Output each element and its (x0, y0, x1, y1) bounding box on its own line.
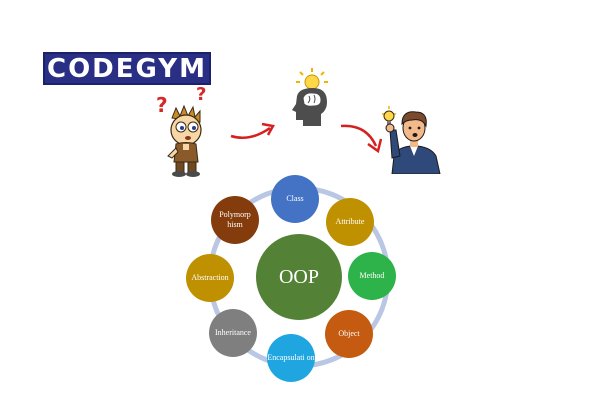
node-inheritance-label: Inheritance (215, 328, 251, 337)
oop-center-node: OOP (256, 234, 342, 320)
node-method-label: Method (359, 271, 385, 280)
head-lightbulb-icon (292, 68, 328, 126)
red-arrow-icon (340, 124, 383, 154)
confused-child-icon: ? ? (156, 86, 206, 177)
man-lightbulb-idea-icon (382, 106, 441, 174)
oop-center-label: OOP (278, 265, 319, 288)
node-abstraction-label: Abstraction (191, 273, 229, 282)
node-encapsulation-label: Encapsulati on (267, 353, 315, 362)
codegym-logo: CODEGYM (43, 52, 211, 85)
oop-diagram: OOP Class Attribute Method Object Encaps… (180, 170, 420, 395)
node-class-label: Class (286, 194, 304, 203)
logo-text: CODEGYM (47, 53, 207, 84)
node-object: Object (325, 310, 373, 358)
node-method: Method (348, 252, 396, 300)
question-mark-left: ? (156, 93, 168, 117)
node-encapsulation: Encapsulati on (267, 334, 315, 382)
node-polymorphism: Polymorp hism (211, 196, 259, 244)
node-attribute: Attribute (326, 198, 374, 246)
question-mark-right: ? (196, 86, 206, 105)
red-arrow-icon (230, 122, 275, 139)
node-abstraction: Abstraction (186, 254, 234, 302)
node-attribute-label: Attribute (335, 217, 365, 226)
node-polymorphism-label: Polymorp hism (219, 210, 251, 229)
node-class: Class (271, 175, 319, 223)
node-inheritance: Inheritance (209, 309, 257, 357)
node-object-label: Object (338, 329, 360, 338)
